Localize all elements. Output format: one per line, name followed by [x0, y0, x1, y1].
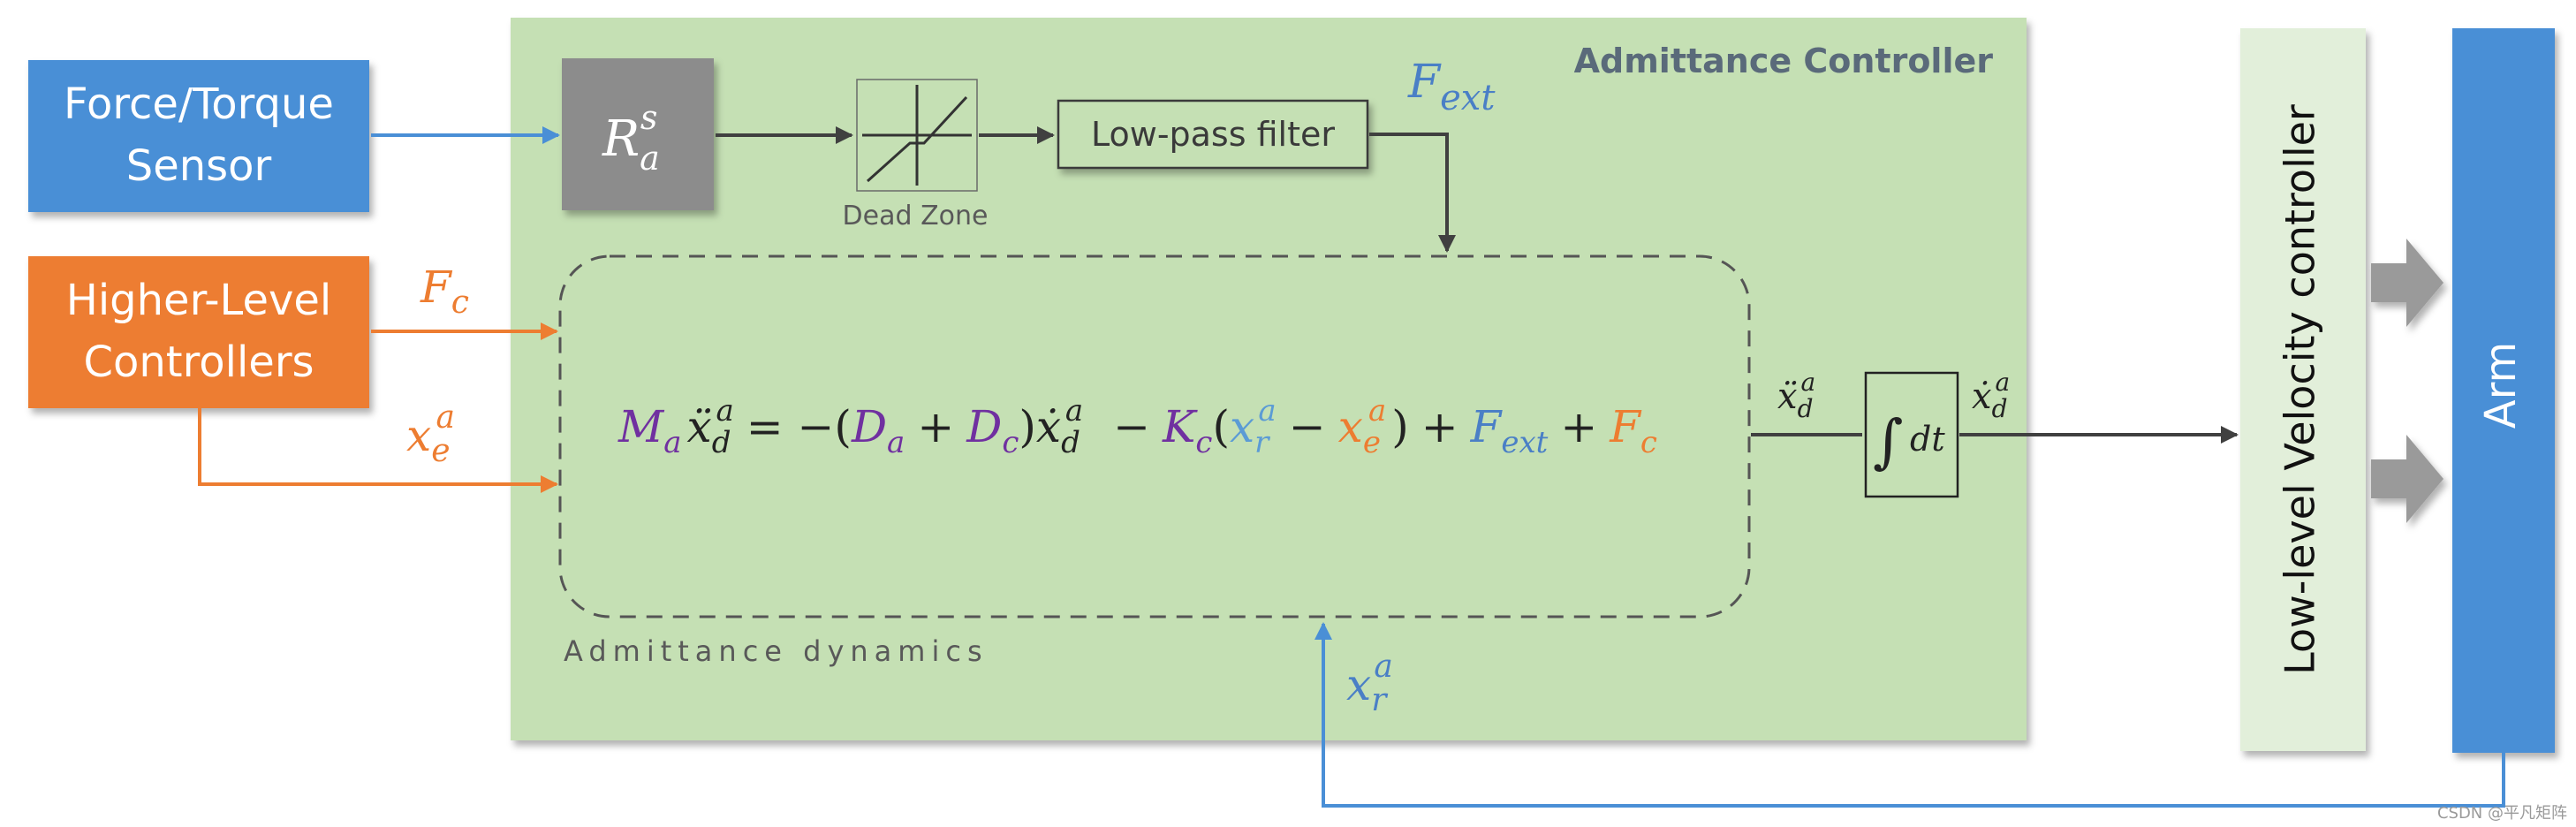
arm-block: [2452, 28, 2555, 753]
f-c-label: Fc: [420, 262, 469, 321]
dead-zone-block: [856, 79, 978, 192]
admittance-controller-title: Admittance Controller: [1574, 42, 1994, 80]
higher-label-line1: Higher-Level: [66, 276, 332, 325]
xdd-d-label: ẍda: [1777, 368, 1815, 423]
x-e-label: xea: [406, 399, 455, 469]
xe-input-arrow: [198, 408, 558, 493]
lowpass-to-dynamics-arrow: [1369, 133, 1456, 253]
sensor-label-line1: Force/Torque: [64, 80, 334, 129]
lowpass-filter-block: [1057, 99, 1369, 170]
dead-zone-label: Dead Zone: [843, 201, 989, 231]
f-ext-label: Fext: [1407, 56, 1496, 118]
admittance-dynamics-label: Admittance dynamics: [564, 634, 989, 668]
block-arrow-lower-icon: [2371, 435, 2443, 523]
xd-d-label: ẋda: [1972, 368, 2010, 423]
block-arrow-upper-icon: [2371, 239, 2443, 327]
watermark: CSDN @平凡矩阵: [2437, 804, 2567, 823]
integral-symbol: ∫: [1873, 407, 1903, 475]
integrator-block: [1864, 371, 1959, 498]
x-r-feedback-label: xra: [1346, 649, 1393, 718]
lowpass-filter-label: Low-pass filter: [1091, 115, 1335, 154]
rotation-symbol: Ras: [602, 98, 660, 178]
integrator-dt: dt: [1910, 420, 1945, 459]
arm-label: Arm: [2476, 342, 2526, 429]
arm-feedback-arrow: [1315, 622, 2505, 808]
rotation-block: [562, 58, 714, 210]
sensor-label-line2: Sensor: [126, 141, 272, 191]
admittance-dynamics-region: [558, 254, 1751, 618]
force-torque-sensor-block: [28, 60, 369, 212]
dead-zone-curve-icon: [862, 85, 972, 186]
velocity-controller-block: [2240, 28, 2366, 751]
higher-level-controllers-block: [28, 256, 369, 408]
velocity-controller-label: Low-level Velocity controller: [2277, 104, 2324, 675]
higher-label-line2: Controllers: [83, 338, 314, 387]
